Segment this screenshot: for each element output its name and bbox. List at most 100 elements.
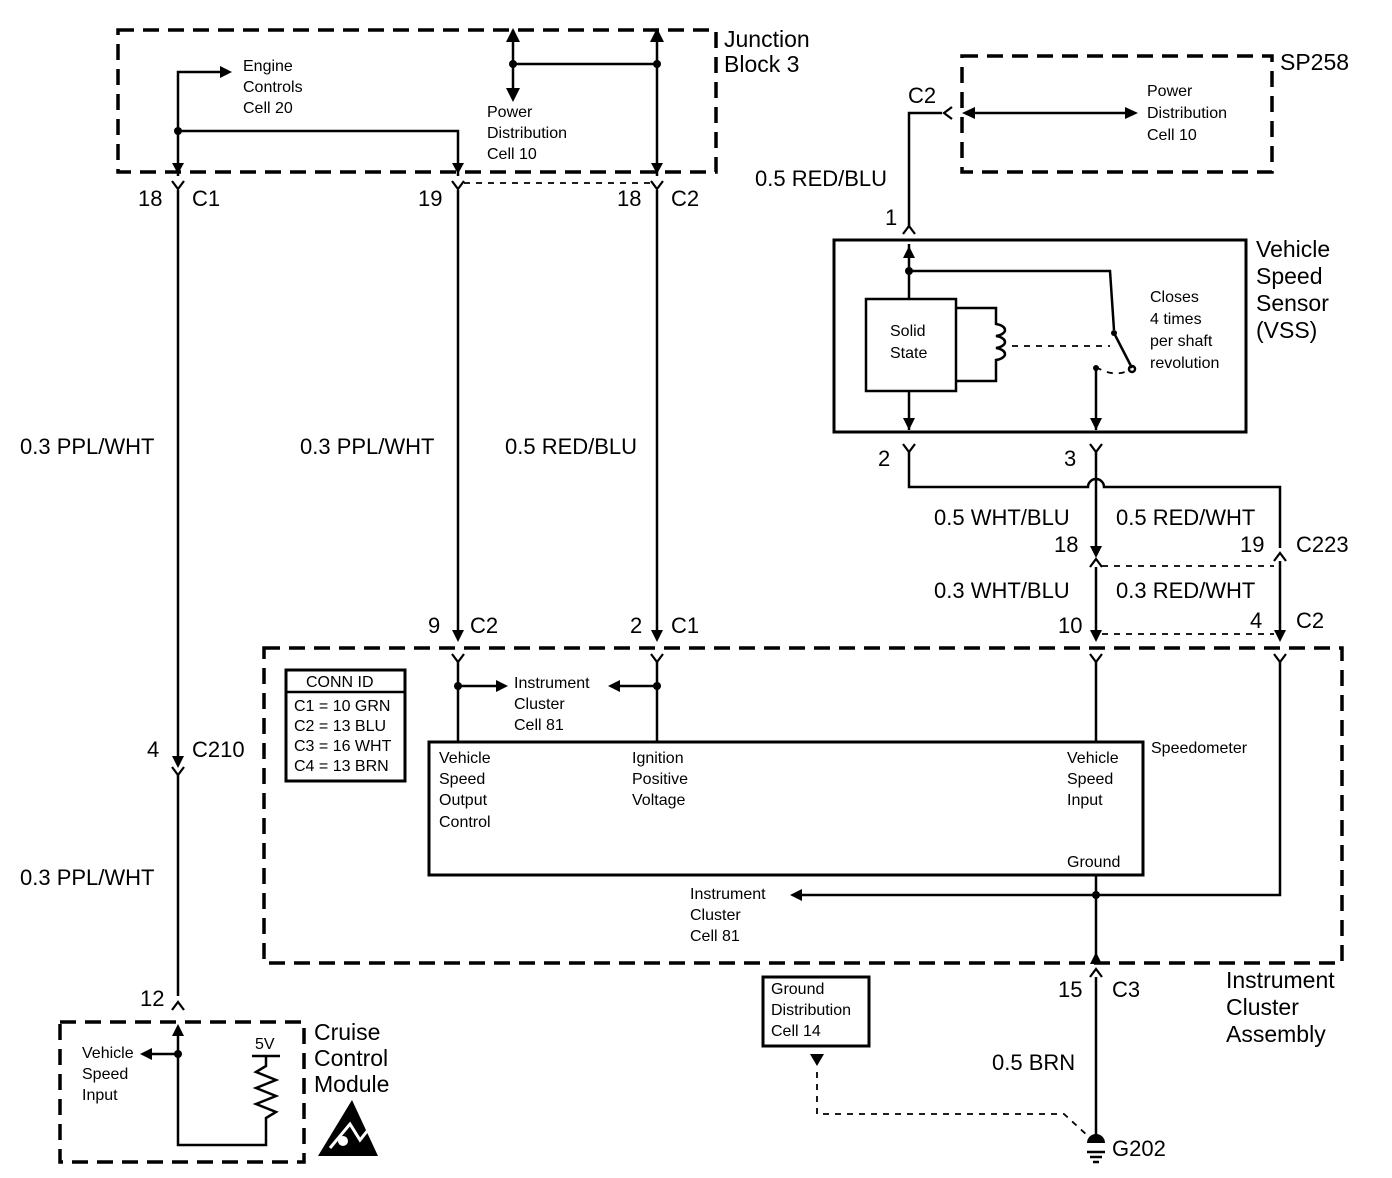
junction-block-3-boundary	[116, 28, 718, 174]
brn-label: 0.5 BRN	[992, 1050, 1075, 1075]
power-dist-jb-label-3: Cell 10	[487, 146, 537, 163]
red-wht-03-label: 0.3 RED/WHT	[1116, 578, 1255, 603]
sp258-arrow-left	[962, 107, 975, 119]
instrument-cluster-boundary	[262, 646, 1344, 965]
c3-arrow	[1090, 952, 1102, 964]
red-blu-mid-label: 0.5 RED/BLU	[505, 434, 637, 459]
vss-pin3-arrow	[1090, 418, 1102, 430]
red-wht-05-wire	[907, 452, 1282, 548]
power-dist-jb-label-2: Distribution	[487, 125, 567, 142]
c210-label: C210	[192, 737, 245, 762]
ic-arrow-4	[1274, 630, 1286, 642]
vss-title-3: Sensor	[1256, 290, 1329, 316]
power-dist-arrow-up	[506, 28, 520, 42]
speedo-vso-2: Speed	[439, 771, 485, 788]
c210-pin-4: 4	[147, 737, 159, 762]
ic-pin-9: 9	[428, 613, 440, 638]
engine-controls-label-3: Cell 20	[243, 100, 293, 117]
conn-id-row-3: C3 = 16 WHT	[294, 738, 392, 755]
c223-arrow-18	[1090, 546, 1102, 558]
ic-cell-bottom-arrow	[790, 889, 802, 901]
ic-pin-2: 2	[630, 613, 642, 638]
ppl-wht-low-label: 0.3 PPL/WHT	[20, 865, 154, 890]
ic-cell-top-arrow-left	[608, 680, 620, 692]
g202-ground-icon	[1087, 1134, 1105, 1143]
jb-c1-pin: 18	[138, 186, 162, 211]
jb-arrow-18	[172, 163, 184, 174]
ccm-internal-wire	[176, 1030, 268, 1147]
ground-dist-label-3: Cell 14	[771, 1023, 821, 1040]
vss-note-4: revolution	[1150, 355, 1219, 372]
conn-id-row-1: C1 = 10 GRN	[294, 698, 390, 715]
ic-red-wht-ground-wire	[1096, 662, 1282, 897]
solid-state-label-2: State	[890, 345, 927, 362]
ic-pin-2-conn: C1	[671, 613, 699, 638]
jb-pin-19: 19	[418, 186, 442, 211]
esd-warning-icon	[318, 1100, 378, 1156]
vss-pin-2: 2	[878, 446, 890, 471]
vss-pin1-arrow	[903, 246, 915, 258]
ccm-title-1: Cruise	[314, 1019, 380, 1045]
jb-c1-connector	[171, 180, 185, 191]
ccm-vsi-arrow	[140, 1048, 152, 1060]
ic-arrow-10	[1090, 630, 1102, 642]
vss-note-3: per shaft	[1150, 333, 1213, 350]
sp258-title: SP258	[1280, 49, 1349, 75]
sp258-label-3: Cell 10	[1147, 127, 1197, 144]
ic-assembly-label-2: Cluster	[1226, 994, 1299, 1020]
red-blu-sp-label: 0.5 RED/BLU	[755, 166, 887, 191]
jb-c1-label: C1	[192, 186, 220, 211]
ground-dist-arrow	[810, 1054, 824, 1066]
jb-c2-connector	[650, 180, 664, 191]
vss-pin-1-connector	[902, 224, 916, 235]
ccm-vsi-2: Speed	[82, 1066, 128, 1083]
conn-id-row-2: C2 = 13 BLU	[294, 718, 386, 735]
sp258-boundary	[960, 54, 1274, 174]
conn-id-box	[284, 668, 407, 783]
jb-arrow-c2	[651, 163, 663, 174]
speedo-ign-3: Voltage	[632, 792, 685, 809]
power-dist-dot-a	[509, 60, 517, 68]
sp258-arrow-right	[1125, 107, 1138, 119]
c223-19-connector	[1273, 551, 1287, 562]
engine-controls-label-2: Controls	[243, 79, 303, 96]
jb-c2-pin: 18	[617, 186, 641, 211]
ccm-vsi-3: Input	[82, 1087, 118, 1104]
conn-id-title: CONN ID	[306, 674, 374, 691]
ic-cell-bottom-label-2: Cluster	[690, 907, 741, 924]
engine-controls-wire	[176, 70, 222, 176]
ic-cell-bottom-label-1: Instrument	[690, 886, 766, 903]
jb-c2-label: C2	[671, 186, 699, 211]
junction-block-title-2: Block 3	[724, 51, 799, 77]
sp258-c2-label: C2	[908, 83, 936, 108]
power-dist-arrow-down	[506, 88, 520, 102]
ground-dist-label-2: Distribution	[771, 1002, 851, 1019]
ic-arrow-2	[651, 630, 663, 642]
speedo-vso-1: Vehicle	[439, 750, 491, 767]
cruise-control-module-boundary	[58, 1020, 306, 1164]
ic-cell-top-label-3: Cell 81	[514, 717, 564, 734]
ground-dist-label-1: Ground	[771, 981, 824, 998]
c223-label: C223	[1296, 532, 1349, 557]
jb-splice-dot	[174, 127, 182, 135]
ic-assembly-label-3: Assembly	[1226, 1021, 1326, 1047]
jb-19-connector	[451, 180, 465, 191]
speedo-vso-4: Control	[439, 814, 491, 831]
ic-c1-2-connector	[650, 653, 664, 664]
speedometer-title: Speedometer	[1151, 740, 1248, 757]
red-blu-sp-wire	[907, 111, 942, 228]
speedo-vso-3: Output	[439, 792, 488, 809]
vss-pin2-arrow	[903, 418, 915, 430]
ic-arrow-9	[452, 630, 464, 642]
ccm-voltage-label: 5V	[255, 1036, 275, 1053]
vss-pin-3: 3	[1064, 446, 1076, 471]
ic-cell-top-label-1: Instrument	[514, 675, 590, 692]
jb-arrow-19	[452, 163, 464, 174]
ccm-title-2: Control	[314, 1045, 388, 1071]
jb-splice-wire	[178, 129, 460, 176]
engine-controls-label-1: Engine	[243, 58, 293, 75]
sp258-label-1: Power	[1147, 83, 1193, 100]
ic-c2-10-connector	[1089, 653, 1103, 664]
vss-title-4: (VSS)	[1256, 317, 1317, 343]
vss-note-2: 4 times	[1150, 311, 1202, 328]
